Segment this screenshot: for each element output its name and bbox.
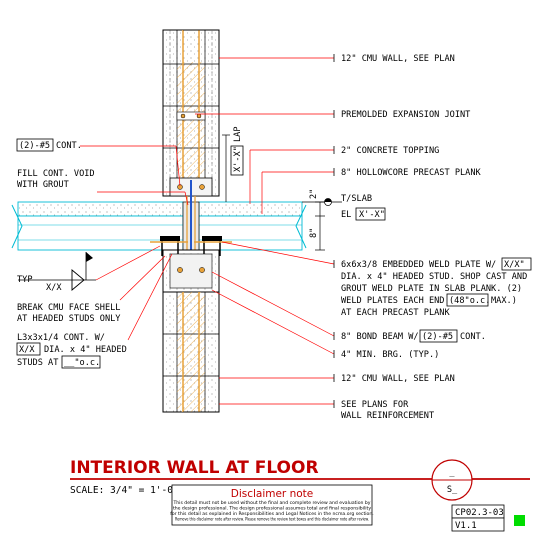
callout-angle-line1: L3x3x1/4 CONT. W/ <box>17 333 105 343</box>
callout-fill-void-line2: WITH GROUT <box>17 180 69 190</box>
detail-bubble-sheet: S_ <box>447 485 458 495</box>
dimension-topping: 2" <box>309 189 319 199</box>
disclaimer-line-1: This detail must not be used without the… <box>172 500 370 506</box>
disclaimer-line-4: Remove this disclaimer note after review… <box>175 517 369 523</box>
callout-typ: TYP <box>17 275 33 285</box>
weld-symbol <box>18 245 161 291</box>
cmu-wall-upper <box>162 29 220 197</box>
callout-weld-plate-line1: 6x6x3/8 EMBEDDED WELD PLATE W/ <box>341 260 496 270</box>
detail-bubble-number: _ <box>449 468 455 478</box>
callout-bond-beam: 8" BOND BEAM W/ <box>341 332 419 342</box>
callout-see-plans-line1: SEE PLANS FOR <box>341 400 409 410</box>
disclaimer-line-3: for this detail as explained in Responsi… <box>170 511 373 517</box>
callout-see-plans-line2: WALL REINFORCEMENT <box>341 411 434 421</box>
callout-weld-plate-line5: AT EACH PRECAST PLANK <box>341 308 450 318</box>
callout-weld-plate-line3: GROUT WELD PLATE IN SLAB PLANK. (2) <box>341 284 522 294</box>
cmu-wall-lower <box>162 291 220 413</box>
callout-weld-plate-line4: WELD PLATES EACH END <box>341 296 444 306</box>
callout-weld-plate-spacing: (48"o.c. <box>449 296 490 306</box>
callout-elevation-value: X'-X" <box>359 210 385 220</box>
callout-weld-plate-max: MAX.) <box>491 296 517 306</box>
callout-weld-size: X/X <box>46 283 62 293</box>
callout-cmu-wall-top: 12" CMU WALL, SEE PLAN <box>341 54 455 64</box>
precast-plank-right <box>198 201 307 251</box>
callout-break-cmu-line2: AT HEADED STUDS ONLY <box>17 314 121 324</box>
disclaimer-title: Disclaimer note <box>231 488 314 500</box>
slab-dimensions <box>302 198 342 251</box>
callout-top-of-slab: T/SLAB <box>341 194 372 204</box>
grouted-joint <box>182 180 200 251</box>
callout-fill-void-line1: FILL CONT. VOID <box>17 169 95 179</box>
sheet-number: CP02.3-03 <box>455 508 504 518</box>
detail-scale: SCALE: 3/4" = 1'-0" <box>70 485 179 496</box>
bond-beam <box>162 249 220 293</box>
callout-hollowcore-plank: 8" HOLLOWCORE PRECAST PLANK <box>341 168 482 178</box>
callout-weld-plate-stud-dia: X/X" <box>504 260 525 270</box>
title-block: INTERIOR WALL AT FLOOR SCALE: 3/4" = 1'-… <box>70 458 530 532</box>
callout-angle-stud-dia: X/X <box>19 345 35 355</box>
callout-lap-label: LAP <box>233 126 243 142</box>
callout-bond-beam-rebar: (2)-#5 <box>422 332 453 342</box>
callout-rebar-count: (2)-#5 <box>19 141 50 151</box>
callout-bearing: 4" MIN. BRG. (TYP.) <box>341 350 439 360</box>
callout-angle-line2: DIA. x 4" HEADED <box>44 345 127 355</box>
disclaimer-line-2: the design professional. The design prof… <box>173 506 371 512</box>
detail-title: INTERIOR WALL AT FLOOR <box>70 458 319 478</box>
callout-elevation-prefix: EL <box>341 210 351 220</box>
callout-angle-line3: STUDS AT <box>17 358 58 368</box>
callout-lap-length: X'-X" <box>233 146 243 172</box>
callout-weld-plate-line2: DIA. x 4" HEADED STUD. SHOP CAST AND <box>341 272 527 282</box>
callout-cmu-wall-bottom: 12" CMU WALL, SEE PLAN <box>341 374 455 384</box>
status-indicator <box>514 515 525 526</box>
callout-angle-stud-spacing: __"o.c. <box>64 358 100 368</box>
callout-expansion-joint: PREMOLDED EXPANSION JOINT <box>341 110 470 120</box>
callout-bond-beam-cont: CONT. <box>460 332 486 342</box>
dimension-plank: 8" <box>309 228 319 238</box>
precast-plank-left <box>11 201 184 251</box>
leader-lines <box>80 57 335 405</box>
callout-rebar-cont: CONT. <box>56 141 82 151</box>
detail-version: V1.1 <box>455 521 477 531</box>
callout-concrete-topping: 2" CONCRETE TOPPING <box>341 146 439 156</box>
lap-dimension <box>222 134 230 202</box>
callout-break-cmu-line1: BREAK CMU FACE SHELL <box>17 303 120 313</box>
